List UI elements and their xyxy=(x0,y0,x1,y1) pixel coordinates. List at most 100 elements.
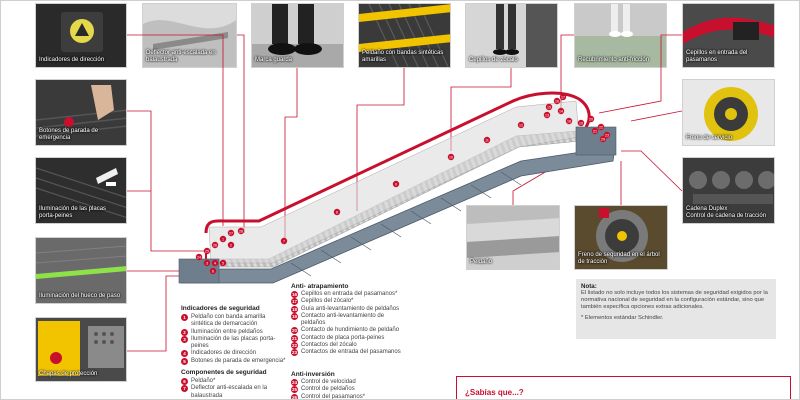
photo-direction-indicator: Indicadores de dirección xyxy=(35,3,127,68)
duplex-chain-image xyxy=(683,158,774,223)
callout-number: 4 xyxy=(214,261,216,265)
legend-number-badge: 19 xyxy=(291,312,298,320)
photo-service-brake: Freno de servicio xyxy=(682,79,775,146)
callout-dot xyxy=(483,136,491,144)
heading-anti-reversal: Anti-inversión xyxy=(291,371,335,378)
callout-number: 11 xyxy=(485,138,489,142)
callout-dot xyxy=(211,259,219,267)
boots-image xyxy=(252,4,343,67)
callout-marker: 11 xyxy=(483,136,491,144)
photo-pit-lighting: Iluminación del hueco de paso xyxy=(35,237,127,304)
callout-number: 12 xyxy=(519,123,523,127)
legend-text: Contacto de hundimiento de peldaño xyxy=(301,327,400,334)
photo-emergency-stop: Botones de parada de emergencia xyxy=(35,79,127,146)
legend-number-badge: 2 xyxy=(181,328,188,336)
callout-dot xyxy=(543,111,551,119)
callout-number: 14 xyxy=(559,109,563,113)
legend-text: Guía anti-levantamiento de peldaños xyxy=(301,305,400,312)
legend-number-badge: 7 xyxy=(181,385,188,393)
callout-marker: 21 xyxy=(591,127,599,135)
callout-marker: 6 xyxy=(209,267,217,275)
callout-number: 24 xyxy=(197,255,201,259)
legend-number-badge: 23 xyxy=(291,349,298,357)
callout-dot xyxy=(203,259,211,267)
legend-text: Iluminación entre peldaños xyxy=(191,328,263,335)
callout-marker: 8 xyxy=(333,208,341,216)
callout-number: 21 xyxy=(593,129,597,133)
callout-marker: 4 xyxy=(211,259,219,267)
photo-guard-mark: Marca guarda xyxy=(251,3,344,68)
callout-dot xyxy=(591,127,599,135)
callout-marker: 3 xyxy=(203,259,211,267)
heading-safety-indicators: Indicadores de seguridad xyxy=(181,305,260,312)
photo-safety-brake-shaft: Freno de seguridad en el árbol de tracci… xyxy=(574,205,668,270)
callout-number: 23 xyxy=(605,133,609,137)
callout-dot xyxy=(587,115,595,123)
protection-plates-image xyxy=(36,318,126,381)
legend-number-badge: 26 xyxy=(291,393,298,400)
escalator-handrail xyxy=(204,91,591,234)
direction-indicator-image xyxy=(36,4,126,67)
callout-dot xyxy=(597,123,605,131)
callout-number: 2 xyxy=(230,243,232,247)
note-footnote: * Elementos estándar Schindler. xyxy=(581,315,664,321)
callout-number: 9 xyxy=(395,182,397,186)
callout-dot xyxy=(203,247,211,255)
note-title: Nota: xyxy=(581,283,597,290)
callout-marker: 18 xyxy=(565,117,573,125)
emergency-stop-image xyxy=(36,80,126,145)
legend-number-badge: 4 xyxy=(181,350,188,358)
callout-marker: 5 xyxy=(219,259,227,267)
callout-dot xyxy=(545,103,553,111)
caption-step: Peldaño xyxy=(470,259,493,265)
callout-number: 25 xyxy=(205,249,209,253)
callout-dot xyxy=(447,153,455,161)
caption-comb-plate-lighting: Iluminación de las placas porta-peines xyxy=(39,206,107,219)
callout-dot xyxy=(227,241,235,249)
legs-image xyxy=(466,4,557,67)
heading-anti-entrapment: Anti- atrapamiento xyxy=(291,283,349,290)
photo-duplex-chain: Cadena Duplex Control de cadena de tracc… xyxy=(682,157,775,224)
callout-dot xyxy=(227,229,235,237)
callout-marker: 28 xyxy=(237,227,245,235)
callout-number: 8 xyxy=(336,210,338,214)
callout-marker: 27 xyxy=(227,229,235,237)
photo-handrail-brushes: Cepillos en entrada del pasamanos xyxy=(682,3,775,68)
callout-marker: 13 xyxy=(543,111,551,119)
callout-marker: 24 xyxy=(195,253,203,261)
legend-number-badge: 24 xyxy=(291,379,298,386)
legend-number-badge: 18 xyxy=(291,305,298,313)
legend-text: Contacto anti-levantamiento de peldaños xyxy=(301,312,385,327)
callout-dot xyxy=(603,131,611,139)
callout-number: 16 xyxy=(555,99,559,103)
caption-guard-mark: Marca guarda xyxy=(255,57,293,63)
callout-marker: 22 xyxy=(597,123,605,131)
callout-marker: 9 xyxy=(392,180,400,188)
caption-yellow-strip-step: Peldaño con bandas sintéticas amarillas xyxy=(362,50,444,63)
callout-dot xyxy=(557,107,565,115)
callout-marker: 12 xyxy=(517,121,525,129)
did-you-know-box: ¿Sabías que...? xyxy=(456,376,791,399)
callout-marker: 1 xyxy=(219,235,227,243)
caption-emergency-stop: Botones de parada de emergencia xyxy=(39,128,99,141)
legend-text: Iluminación de las placas porta-peines xyxy=(191,335,276,350)
callout-dot xyxy=(195,253,203,261)
callout-number: 1 xyxy=(222,237,224,241)
legend-text: Cepillos en entrada del pasamanos* xyxy=(301,291,398,297)
callout-dot xyxy=(517,121,525,129)
callout-dot xyxy=(209,267,217,275)
callout-dot xyxy=(211,241,219,249)
callout-marker: 10 xyxy=(447,153,455,161)
callout-dot xyxy=(333,208,341,216)
